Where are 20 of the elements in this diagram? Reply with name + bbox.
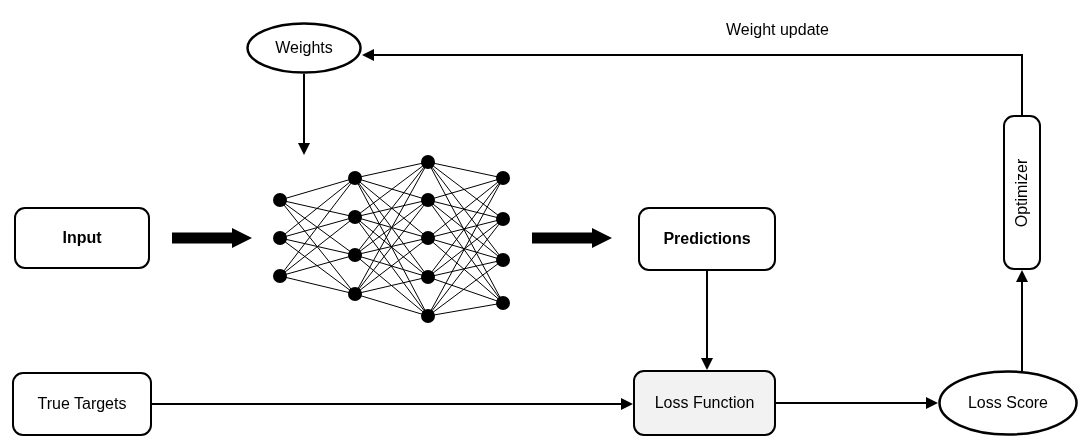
process-box [633, 370, 776, 436]
block-arrow [532, 228, 612, 248]
process-box [638, 207, 776, 271]
edge-label: Weight update [723, 21, 832, 39]
arrow [775, 397, 938, 409]
block-arrow [172, 228, 252, 248]
node-label: Optimizer [1012, 158, 1031, 227]
arrow [298, 73, 310, 155]
input-box [12, 372, 152, 436]
node-label: Input [62, 228, 102, 248]
process-box [1003, 115, 1041, 270]
node-label: Loss Score [967, 393, 1048, 413]
node-label: Predictions [663, 229, 751, 249]
arrow [151, 398, 633, 410]
node-label: Weights [275, 38, 333, 58]
node-label: True Targets [37, 394, 127, 414]
node-label: Loss Function [654, 393, 755, 413]
arrow [701, 270, 713, 370]
arrow [362, 49, 1023, 116]
input-box [14, 207, 150, 269]
